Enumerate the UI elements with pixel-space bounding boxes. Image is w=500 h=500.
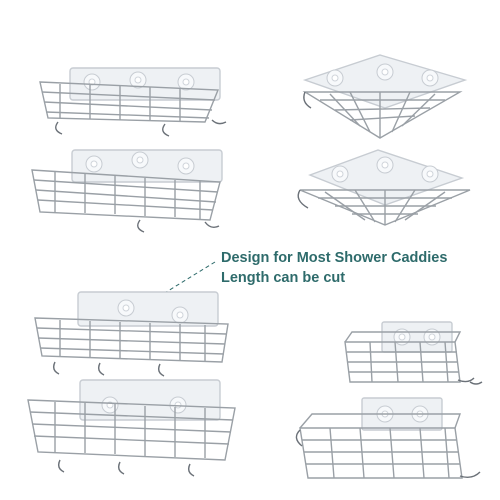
rect-shelf-4 [27, 379, 236, 477]
deep-shelf-1 [344, 321, 483, 385]
feature-caption: Design for Most Shower Caddies Length ca… [221, 248, 447, 288]
caption-line-1: Design for Most Shower Caddies [221, 250, 448, 266]
caption-line-2: Length can be cut [221, 270, 346, 286]
rect-shelf-2 [31, 149, 223, 233]
corner-shelf-2 [297, 149, 471, 226]
rect-shelf-1 [39, 67, 227, 137]
deep-shelf-2 [295, 397, 481, 479]
corner-shelf-1 [302, 54, 468, 139]
rect-shelf-3 [34, 291, 229, 377]
